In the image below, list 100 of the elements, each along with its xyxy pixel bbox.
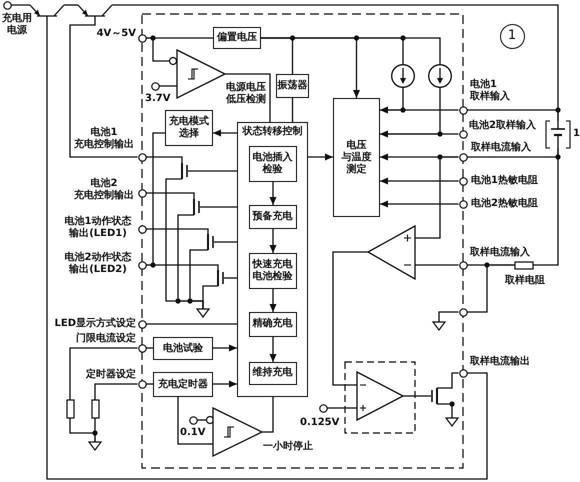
amplifier-symbol [357, 372, 403, 420]
arrow [380, 106, 458, 114]
wire [146, 132, 165, 266]
resistor-symbol [92, 400, 98, 418]
wire [261, 37, 441, 64]
terminal-icon [150, 82, 160, 90]
process-box: 电压与温度测定 [333, 98, 380, 217]
wire [202, 285, 218, 309]
process-box: 电池插入检验 [248, 146, 296, 182]
wire [146, 156, 183, 163]
wire [146, 228, 209, 234]
transistor-symbol [193, 199, 200, 215]
process-box: 维持充电 [248, 362, 296, 384]
resistor-symbol [515, 262, 533, 268]
terminal-icon [138, 34, 146, 42]
comparator-symbol [169, 50, 225, 98]
wire [468, 264, 515, 313]
terminal-icon [318, 404, 328, 412]
wire [468, 109, 559, 121]
terminal-icon [2, 0, 12, 10]
pin-label: 4V～5V [96, 28, 136, 40]
pin-label: 电池1动作状态输出(LED1) [64, 216, 132, 240]
callout-number: 1 [500, 24, 524, 48]
terminal-label: 充电用电源 [2, 13, 32, 37]
voltage-label: 0.125V [300, 417, 340, 429]
arrow [213, 344, 237, 352]
wire [214, 241, 237, 243]
terminal-icon [458, 176, 468, 186]
terminal-icon [138, 320, 146, 328]
pin-label: 取样电流输出 [470, 356, 530, 368]
transistor-symbol [181, 163, 188, 179]
process-box: 快速充电电池检验 [248, 252, 296, 288]
wire [262, 397, 274, 433]
wire [438, 311, 458, 322]
ground-symbol [197, 309, 209, 317]
process-box: 电池试验 [153, 337, 213, 360]
arrow [213, 380, 237, 388]
wire [94, 383, 138, 400]
wire [415, 264, 458, 266]
wire [146, 37, 169, 62]
terminal-icon [138, 188, 146, 198]
transistor-symbol [217, 270, 224, 286]
terminal-icon [458, 200, 468, 208]
pin-label: 电池2取样输入 [469, 120, 536, 132]
terminal-icon [138, 224, 146, 234]
wire [69, 347, 138, 400]
comparator-symbol [206, 408, 262, 456]
wire [12, 4, 30, 6]
process-box: 振荡器 [276, 74, 309, 98]
ground-symbol [89, 442, 101, 450]
annotation-label: 一小时停止 [263, 441, 313, 453]
wire [69, 17, 138, 158]
terminal-icon [138, 344, 146, 352]
wire [94, 418, 96, 442]
process-box: 充电定时器 [153, 372, 213, 397]
terminal-icon [188, 416, 198, 424]
pin-label: 电池2热敏电阻 [471, 198, 538, 210]
terminal-icon [458, 368, 468, 378]
wire [224, 277, 237, 279]
pin-label: 电池1取样输入 [470, 79, 510, 103]
terminal-icon [458, 260, 468, 270]
component-label: 取样电阻 [505, 275, 545, 287]
wire [292, 98, 294, 122]
current-source-symbol [428, 64, 452, 88]
voltage-label: 3.7V [145, 93, 170, 105]
arrow [380, 130, 458, 138]
terminal-icon [138, 152, 146, 162]
box-heading: 状态转移控制 [241, 126, 304, 138]
ground-symbol [433, 322, 445, 330]
wire [415, 156, 458, 239]
arrow [380, 178, 458, 184]
arrow [308, 154, 333, 160]
terminal-icon [458, 308, 468, 316]
process-box: 充电模式选择 [165, 110, 213, 146]
pin-label: 电池2动作状态输出(LED2) [64, 252, 132, 276]
wire [177, 397, 206, 445]
group-box [237, 122, 308, 397]
terminal-icon [458, 152, 468, 162]
wire [146, 192, 195, 199]
wire [200, 206, 237, 208]
arrow [213, 130, 237, 136]
wire [160, 85, 169, 87]
wire [437, 372, 458, 389]
wire [188, 170, 237, 172]
pin-label: 定时器设定 [86, 369, 136, 381]
pin-label: 取样电流输入 [470, 247, 530, 259]
arrow [270, 289, 276, 312]
transistor-symbol [78, 5, 112, 17]
wire [146, 323, 237, 325]
process-box: 偏置电压 [213, 27, 261, 49]
transistor-symbol [30, 5, 64, 17]
current-source-symbol [391, 64, 415, 88]
arrow [270, 229, 276, 253]
terminal-icon [138, 380, 146, 388]
ground-symbol [446, 418, 458, 426]
amplifier-symbol [368, 226, 415, 279]
transistor-symbol [431, 388, 438, 404]
voltage-label: 0.1V [180, 427, 206, 439]
wire [64, 4, 78, 6]
wire [328, 407, 357, 409]
